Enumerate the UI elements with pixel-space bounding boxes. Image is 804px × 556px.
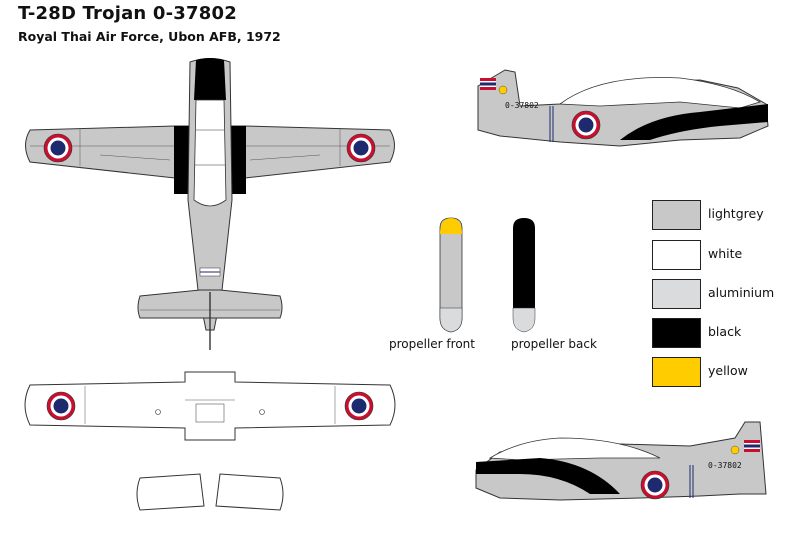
roundel-icon <box>640 470 670 500</box>
legend-swatch <box>652 279 701 309</box>
side-view-bottom <box>475 421 767 501</box>
legend-label: yellow <box>708 363 748 378</box>
propeller-back-label: propeller back <box>511 337 597 351</box>
side-view-top <box>477 69 769 147</box>
legend-swatch <box>652 318 701 348</box>
legend-swatch <box>652 357 701 387</box>
bottom-tailplane-right <box>215 473 284 511</box>
page-title: T-28D Trojan 0-37802 <box>18 3 237 24</box>
roundel-icon <box>46 391 76 421</box>
serial-marking: 0-37802 <box>505 101 539 110</box>
legend-label: aluminium <box>708 285 775 300</box>
legend-swatch <box>652 240 701 270</box>
propeller-back <box>512 218 536 333</box>
propeller-front <box>439 217 463 333</box>
roundel-icon <box>571 110 601 140</box>
bottom-wing <box>24 371 396 441</box>
legend-label: black <box>708 324 742 339</box>
roundel-icon <box>346 133 376 163</box>
top-canopy <box>193 99 227 207</box>
legend-label: white <box>708 246 743 261</box>
legend-swatch <box>652 200 701 230</box>
serial-marking: 0-37802 <box>708 461 742 470</box>
roundel-icon <box>344 391 374 421</box>
roundel-icon <box>43 133 73 163</box>
page-subtitle: Royal Thai Air Force, Ubon AFB, 1972 <box>18 29 281 44</box>
legend-label: lightgrey <box>708 206 764 221</box>
propeller-front-label: propeller front <box>389 337 475 351</box>
bottom-tailplane-left <box>136 473 205 511</box>
